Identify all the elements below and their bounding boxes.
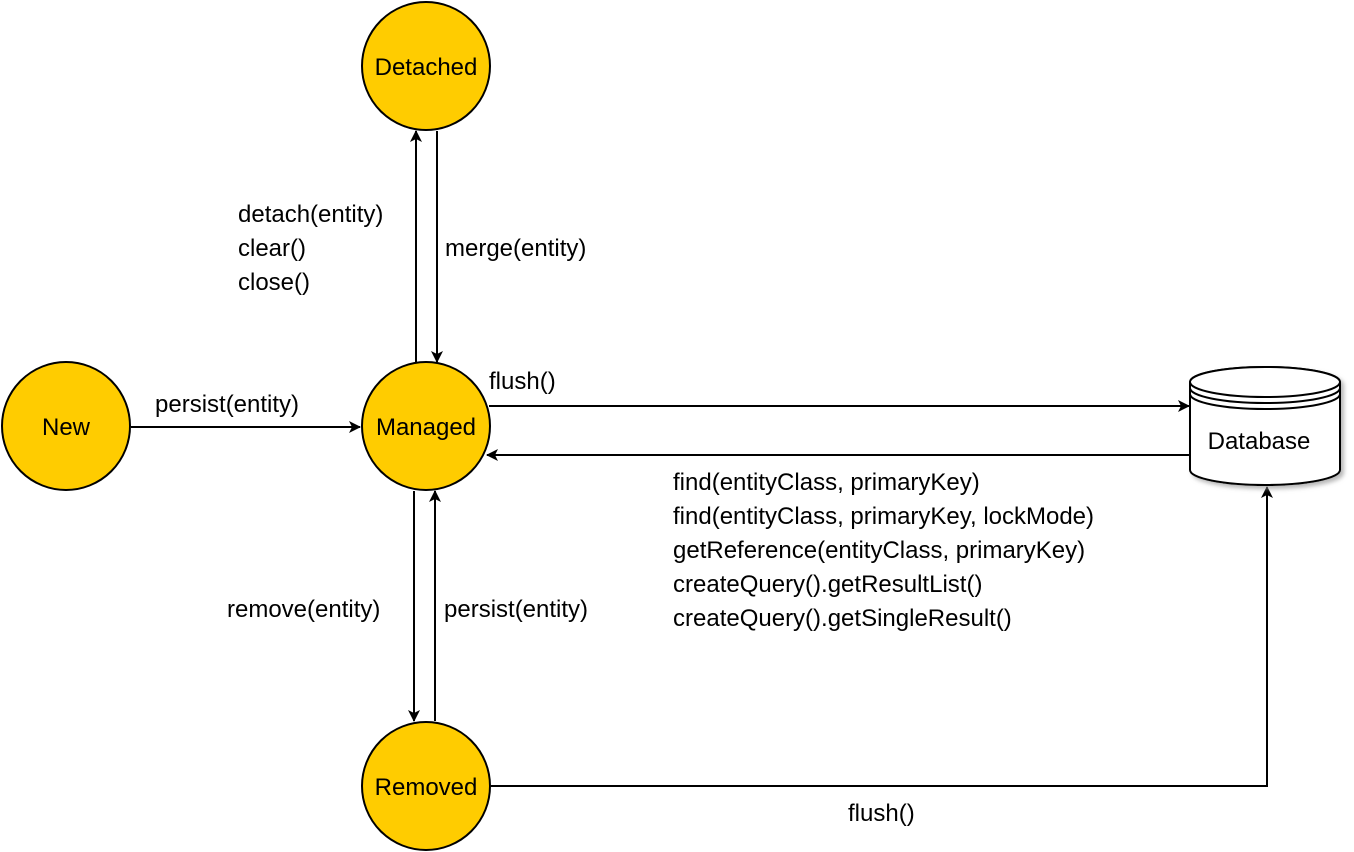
detach-label-line: detach(entity) (238, 201, 383, 228)
flush-removed-label: flush() (848, 800, 915, 827)
detach-label-line: close() (238, 269, 310, 296)
detach-label-line: clear() (238, 235, 306, 262)
state-detached: Detached (361, 1, 491, 131)
find-label-line: find(entityClass, primaryKey, lockMode) (673, 503, 1094, 530)
database-label: Database (1208, 428, 1311, 455)
state-managed-circle (361, 361, 491, 491)
remove-label: remove(entity) (227, 596, 380, 623)
database-node: Database (1189, 366, 1341, 486)
find-label-line: createQuery().getResultList() (673, 571, 982, 598)
flush-removed-arrow (491, 486, 1273, 787)
state-managed-label: Managed (376, 414, 476, 441)
find-label-line: createQuery().getSingleResult() (673, 605, 1012, 632)
find-label-line: getReference(entityClass, primaryKey) (673, 537, 1085, 564)
state-removed: Removed (361, 721, 491, 851)
state-removed-label: Removed (375, 774, 478, 801)
state-detached-label: Detached (375, 54, 478, 81)
state-detached-circle (361, 1, 491, 131)
flush-to-database-label: flush() (489, 368, 556, 395)
state-new: New (1, 361, 131, 491)
merge-label: merge(entity) (445, 235, 586, 262)
state-new-label: New (42, 414, 91, 441)
find-label: find(entityClass, primaryKey) find(entit… (673, 469, 1101, 632)
state-managed: Managed (361, 361, 491, 491)
persist-new-label: persist(entity) (155, 391, 299, 418)
state-new-circle (1, 361, 131, 491)
state-removed-circle (361, 721, 491, 851)
persist-removed-label: persist(entity) (444, 596, 588, 623)
detach-label: detach(entity) clear() close() (238, 201, 390, 296)
find-label-line: find(entityClass, primaryKey) (673, 469, 980, 496)
